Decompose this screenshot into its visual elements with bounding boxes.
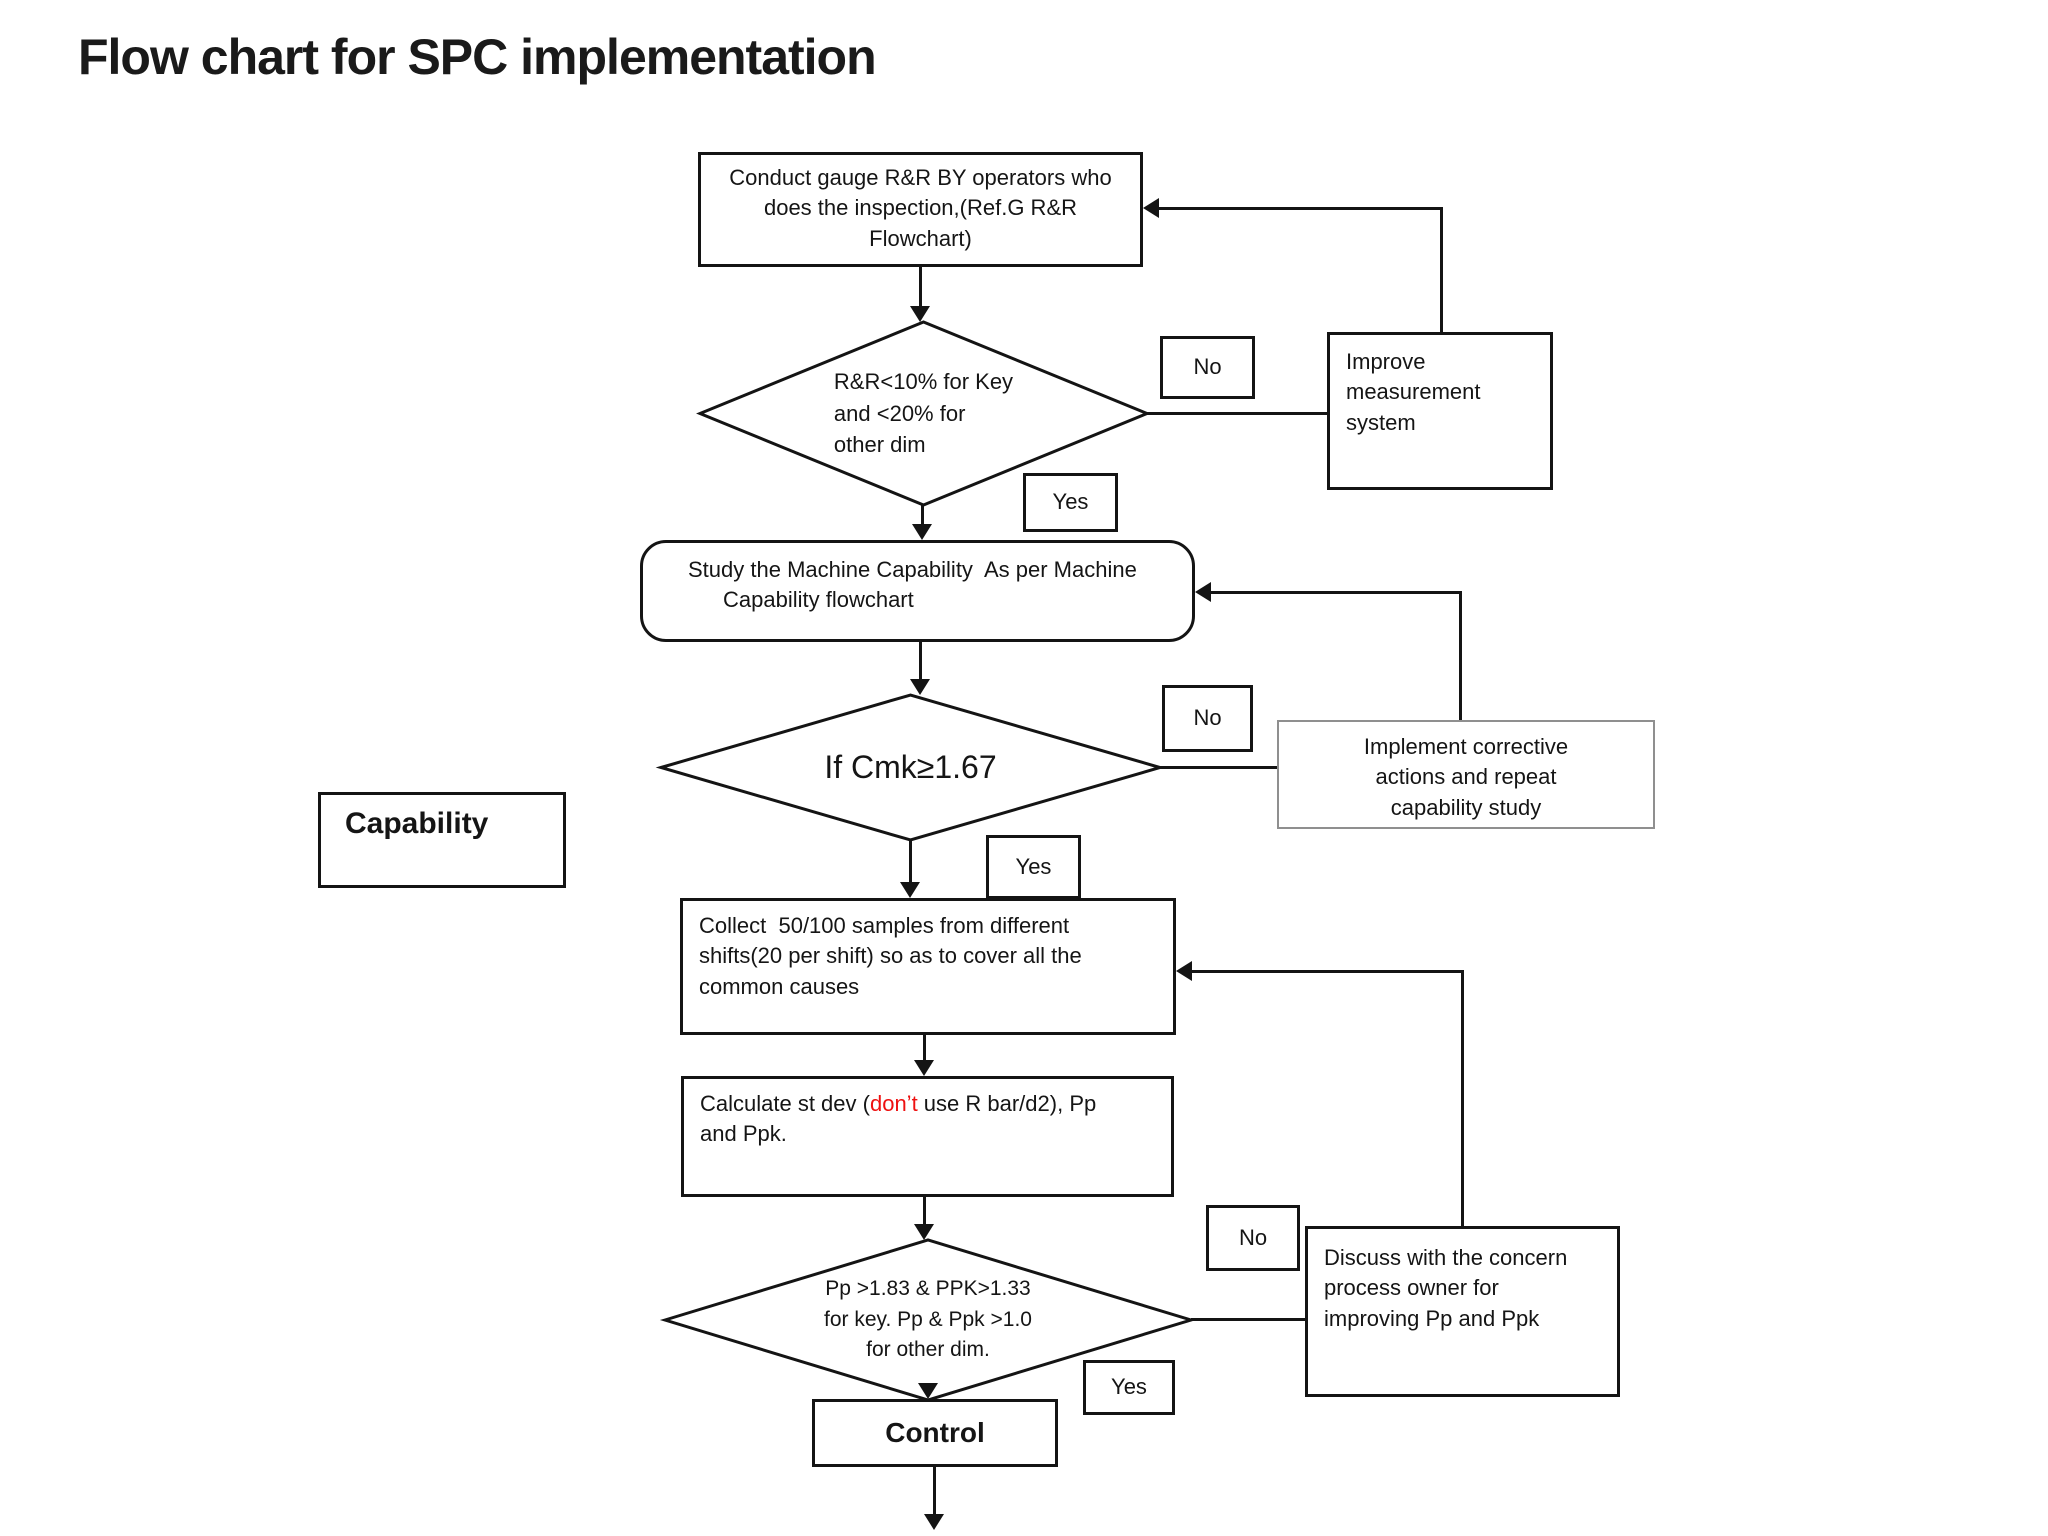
rr-decision-text: R&R<10% for Key and <20% for other dim — [700, 322, 1147, 505]
line-improve-to-gauge-horizontal — [1159, 207, 1443, 210]
arrowhead-calculate-to-ppk — [914, 1224, 934, 1240]
ppk-decision-text: Pp >1.83 & PPK>1.33 for key. Pp & Ppk >1… — [665, 1240, 1191, 1400]
line-collect-to-calculate — [923, 1035, 926, 1062]
line-control-continue — [933, 1467, 936, 1517]
line-gauge-to-rr — [919, 267, 922, 309]
ppk-decision-line: Pp >1.83 & PPK>1.33 — [825, 1277, 1031, 1301]
line-implement-to-machine-vertical — [1459, 591, 1462, 720]
yes-label-1: Yes — [1023, 473, 1118, 532]
discuss-line: Discuss with the concern — [1324, 1245, 1568, 1270]
line-calculate-to-ppk — [923, 1197, 926, 1226]
arrowhead-machine-to-cmk — [910, 679, 930, 695]
page-title: Flow chart for SPC implementation — [78, 29, 877, 85]
gauge-rr-line: does the inspection,(Ref.G R&R — [763, 195, 1078, 221]
line-discuss-to-collect-horizontal — [1192, 970, 1464, 973]
arrowhead-implement-to-machine — [1195, 582, 1211, 602]
line-discuss-to-collect-vertical — [1461, 970, 1464, 1226]
arrowhead-collect-to-calculate — [914, 1060, 934, 1076]
implement-corrective-box: Implement corrective actions and repeat … — [1277, 720, 1655, 829]
line-rr-to-improve — [1147, 412, 1327, 415]
no-label-3: No — [1206, 1205, 1300, 1271]
rr-decision-line: other dim — [833, 432, 926, 458]
improve-measurement-box: Improve measurement system — [1327, 332, 1553, 490]
collect-line: common causes — [699, 973, 860, 999]
implement-line: capability study — [1390, 794, 1542, 820]
capability-label-box: Capability — [318, 792, 566, 888]
ppk-decision-line: for key. Pp & Ppk >1.0 — [824, 1307, 1032, 1331]
machine-capability-line: Study the Machine Capability As per Mach… — [688, 557, 1137, 582]
calculate-stdev-box: Calculate st dev (don’t use R bar/d2), P… — [681, 1076, 1174, 1197]
improve-line: Improve — [1346, 349, 1426, 374]
line-improve-to-gauge-vertical — [1440, 207, 1443, 332]
arrowhead-gauge-to-rr — [910, 306, 930, 322]
line-ppk-to-discuss — [1191, 1318, 1305, 1321]
line-rr-to-machine — [921, 505, 924, 526]
arrowhead-ppk-to-control — [918, 1383, 938, 1399]
line-implement-to-machine-horizontal — [1211, 591, 1462, 594]
calculate-text-prefix: Calculate st dev ( — [700, 1091, 870, 1116]
cmk-decision-text: If Cmk≥1.67 — [824, 749, 997, 786]
calculate-text-suffix: use R bar/d2), Pp — [917, 1091, 1097, 1116]
line-cmk-to-implement — [1160, 766, 1277, 769]
machine-capability-box: Study the Machine Capability As per Mach… — [640, 540, 1195, 642]
improve-line: measurement — [1346, 379, 1481, 405]
control-box: Control — [812, 1399, 1058, 1467]
no-label-2: No — [1162, 685, 1253, 752]
gauge-rr-box: Conduct gauge R&R BY operators who does … — [698, 152, 1143, 267]
machine-capability-line: Capability flowchart — [723, 587, 914, 613]
collect-line: shifts(20 per shift) so as to cover all … — [699, 943, 1082, 969]
calculate-line-2: and Ppk. — [700, 1121, 787, 1147]
discuss-line: improving Pp and Ppk — [1324, 1305, 1540, 1331]
rr-decision-line: and <20% for — [833, 400, 966, 426]
arrowhead-improve-to-gauge — [1143, 198, 1159, 218]
calculate-text-highlight: don’t — [869, 1091, 918, 1116]
line-cmk-to-collect — [909, 840, 912, 884]
improve-line: system — [1346, 409, 1416, 435]
arrowhead-rr-to-machine — [912, 524, 932, 540]
line-machine-to-cmk — [919, 642, 922, 681]
discuss-owner-box: Discuss with the concern process owner f… — [1305, 1226, 1620, 1397]
arrowhead-cmk-to-collect — [900, 882, 920, 898]
arrowhead-control-continue — [924, 1514, 944, 1530]
implement-line: Implement corrective — [1363, 734, 1569, 759]
rr-decision-line: R&R<10% for Key — [833, 368, 1014, 394]
discuss-line: process owner for — [1324, 1275, 1499, 1301]
gauge-rr-line: Flowchart) — [869, 225, 972, 251]
yes-label-3: Yes — [1083, 1360, 1175, 1415]
implement-line: actions and repeat — [1375, 764, 1557, 790]
collect-samples-box: Collect 50/100 samples from different sh… — [680, 898, 1176, 1035]
yes-label-2: Yes — [986, 835, 1081, 899]
ppk-decision-line: for other dim. — [866, 1338, 990, 1362]
gauge-rr-line: Conduct gauge R&R BY operators who — [729, 165, 1112, 190]
no-label-1: No — [1160, 336, 1255, 399]
arrowhead-discuss-to-collect — [1176, 961, 1192, 981]
collect-line: Collect 50/100 samples from different — [699, 913, 1070, 938]
calculate-line-1: Calculate st dev (don’t use R bar/d2), P… — [700, 1089, 1161, 1119]
